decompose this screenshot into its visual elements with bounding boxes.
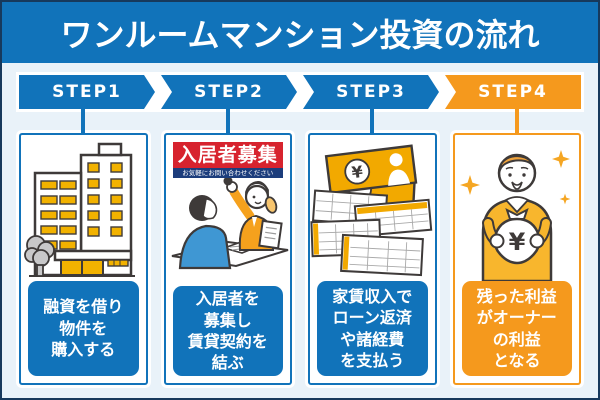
banknotes-ledgers-icon: ¥ [310, 144, 433, 277]
card-step4: ¥ 残った利益 がオーナー の利益 となる [452, 108, 581, 385]
caption-line: 募集し [203, 310, 252, 330]
step-cards-row: 融資を借り 物件を 購入する 入居者募集 お気軽にお問い合わせください [19, 108, 581, 385]
caption-line: や諸経費 [340, 329, 405, 349]
step-banner-1: STEP1 [19, 75, 155, 109]
caption-line: となる [492, 350, 541, 370]
money-ledger-illustration: ¥ [310, 135, 435, 281]
card-step2: 入居者募集 お気軽にお問い合わせください [163, 108, 292, 385]
step-banner-row: STEP1 STEP2 STEP3 STEP4 [16, 72, 584, 112]
caption-line: の利益 [492, 329, 541, 349]
building-illustration [21, 135, 146, 281]
step-label-4: STEP4 [478, 82, 548, 102]
building-icon [24, 142, 136, 277]
step-label-2: STEP2 [194, 82, 264, 102]
caption-line: 残った利益 [476, 286, 557, 306]
step-label-1: STEP1 [52, 82, 122, 102]
caption-line: 入居者を [195, 289, 260, 309]
agent-and-tenant-icon [171, 178, 289, 270]
page-title: ワンルームマンション投資の流れ [60, 15, 540, 54]
caption-line: 結ぶ [211, 353, 244, 373]
step-label-3: STEP3 [336, 82, 406, 102]
step-banner-3: STEP3 [303, 75, 439, 109]
title-banner: ワンルームマンション投資の流れ [2, 2, 598, 63]
sparkle-icon [459, 150, 571, 205]
caption-line: 物件を [59, 318, 108, 338]
caption-step3: 家賃収入で ローン返済 や諸経費 を支払う [317, 281, 428, 376]
caption-line: 購入する [51, 340, 116, 360]
card-step1: 融資を借り 物件を 購入する [19, 108, 148, 385]
yen-icon: ¥ [508, 228, 525, 256]
tenant-recruitment-sign: 入居者募集 お気軽にお問い合わせください [172, 142, 283, 178]
owner-money-bag-icon: ¥ [459, 150, 571, 281]
caption-line: を支払う [340, 350, 405, 370]
step-banner-4: STEP4 [445, 75, 581, 109]
yen-icon: ¥ [351, 162, 364, 182]
caption-line: 融資を借り [43, 297, 124, 317]
sign-subtitle: お気軽にお問い合わせください [172, 168, 283, 178]
caption-line: ローン返済 [332, 308, 412, 328]
owner-profit-illustration: ¥ [455, 135, 580, 281]
caption-line: がオーナー [476, 308, 557, 328]
sign-title: 入居者募集 [172, 142, 283, 168]
card-step3: ¥ [308, 108, 437, 385]
caption-line: 家賃収入で [332, 286, 413, 306]
caption-step1: 融資を借り 物件を 購入する [28, 281, 139, 376]
caption-step4: 残った利益 がオーナー の利益 となる [461, 281, 572, 376]
caption-line: 賃貸契約を [187, 332, 268, 351]
step-banner-2: STEP2 [161, 75, 297, 109]
caption-step2: 入居者を 募集し 賃貸契約を 結ぶ [172, 286, 283, 376]
tenant-meeting-illustration [166, 178, 291, 286]
